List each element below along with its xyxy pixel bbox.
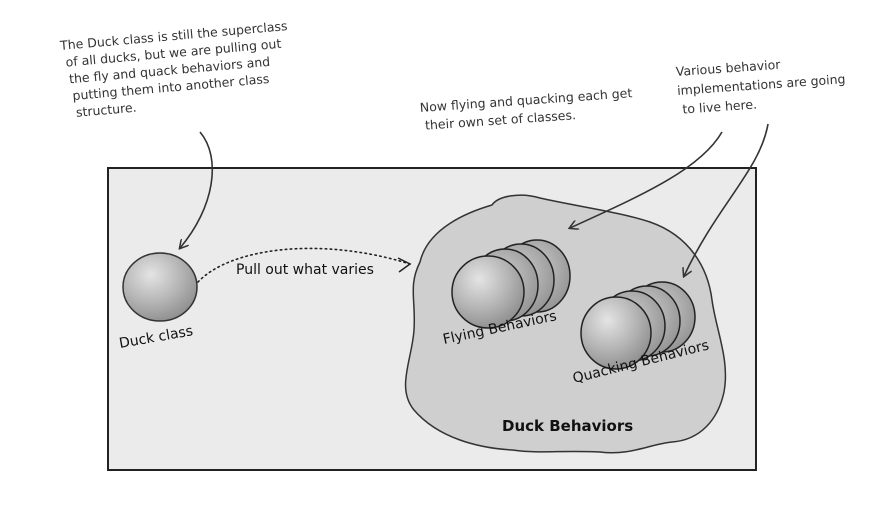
pull-out-dotted-arrow bbox=[197, 247, 411, 283]
flying-behaviors-stack bbox=[451, 239, 571, 329]
duck-behaviors-label: Duck Behaviors bbox=[502, 417, 633, 435]
duck-note-line-5: structure. bbox=[75, 100, 137, 120]
pull-out-label: Pull out what varies bbox=[236, 262, 374, 278]
implementations-arrow-flying bbox=[570, 131, 723, 228]
quacking-behaviors-stack bbox=[580, 281, 696, 370]
pull-out-arrowhead-icon bbox=[397, 257, 412, 273]
duck-class-sphere bbox=[122, 252, 198, 322]
implementations-arrow-quacking bbox=[684, 123, 769, 276]
implementations-note: Various behavior implementations are goi… bbox=[675, 57, 846, 117]
duck-class-note: The Duck class is still the superclass o… bbox=[58, 18, 288, 120]
behaviors-note: Now flying and quacking each get their o… bbox=[419, 85, 632, 132]
svg-text:Various behavior: Various behavior bbox=[675, 57, 781, 79]
implementations-note-line-1: Various behavior bbox=[675, 57, 781, 79]
duck-note-arrow bbox=[180, 131, 213, 248]
implementations-note-line-3: to live here. bbox=[682, 96, 758, 116]
svg-text:to live here.: to live here. bbox=[682, 96, 758, 116]
svg-text:structure.: structure. bbox=[75, 100, 137, 120]
